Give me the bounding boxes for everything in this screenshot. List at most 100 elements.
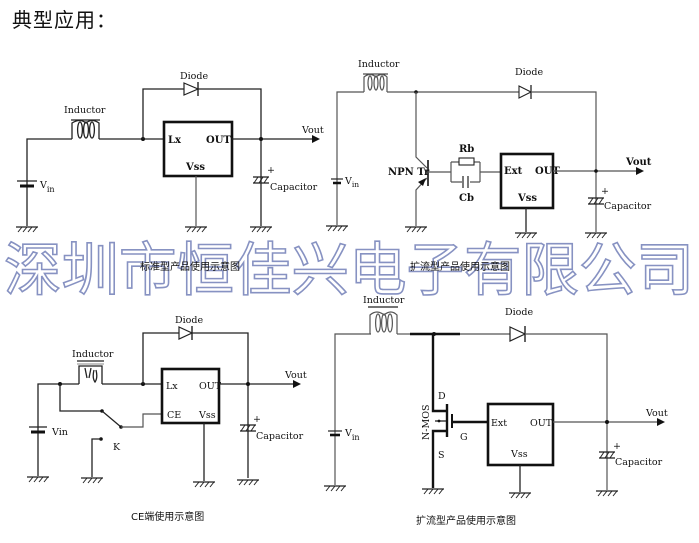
pin-ext: Ext <box>491 418 507 429</box>
ground-icon <box>236 479 260 486</box>
source-label: S <box>438 450 445 461</box>
pin-vss: Vss <box>510 449 528 460</box>
npn-label: NPN Tr <box>388 167 430 178</box>
vout-label: Vout <box>284 370 307 381</box>
caption-expanded-npn: 扩流型产品使用示意图 <box>410 260 510 273</box>
ic-chip <box>486 402 555 467</box>
vout-arrow-icon <box>312 135 320 143</box>
switch-k[interactable] <box>91 409 123 477</box>
cb-label: Cb <box>459 193 474 204</box>
caption-ce: CE端使用示意图 <box>131 510 204 523</box>
caption-standard: 标准型产品使用示意图 <box>140 260 240 273</box>
npn-transistor <box>415 92 429 226</box>
diode-label: Diode <box>175 315 203 326</box>
diode-symbol <box>178 326 194 340</box>
ground-icon <box>15 226 39 233</box>
vin-wire <box>334 333 371 485</box>
page-title: 典型应用： <box>12 8 117 32</box>
diode-label: Diode <box>515 67 543 78</box>
vin-wire <box>26 138 72 226</box>
junction-dot <box>594 169 598 173</box>
inductor-symbol <box>368 306 398 334</box>
pin-lx: Lx <box>168 135 182 146</box>
drain-label: D <box>438 391 446 402</box>
ground-icon <box>508 492 532 499</box>
junction-dot <box>259 137 263 141</box>
capacitor-cb <box>462 176 470 188</box>
diagram-standard: Vin Inductor Diode Lx OUT Vss Vout <box>15 71 324 273</box>
diagram-ce: Vin Inductor Diode K L <box>26 315 307 523</box>
inductor-label: Inductor <box>358 59 400 70</box>
k-label: K <box>113 442 121 453</box>
pin-vss: Vss <box>198 410 216 421</box>
vout-arrow-icon <box>657 418 665 426</box>
pin-ce: CE <box>167 410 181 421</box>
vin-label: Vin <box>39 180 55 194</box>
junction-dot <box>246 382 250 386</box>
inductor-symbol <box>71 119 100 139</box>
capacitor-label: Capacitor <box>604 201 652 212</box>
vout-arrow-icon <box>293 380 301 388</box>
ground-icon <box>249 226 273 233</box>
watermark-text: 深圳市恒佳兴电子有限公司 <box>4 236 694 304</box>
vout-label: Vout <box>301 125 324 136</box>
inductor-label: Inductor <box>64 105 106 116</box>
resistor-rb <box>458 157 475 166</box>
vin-wire <box>336 91 364 225</box>
pin-vss: Vss <box>185 162 205 173</box>
ground-icon <box>404 226 428 233</box>
vout-label: Vout <box>645 408 668 419</box>
inductor-symbol <box>363 73 388 92</box>
ic-chip <box>499 152 555 210</box>
capacitor-label: Capacitor <box>270 182 318 193</box>
ground-icon <box>421 488 445 495</box>
diode-label: Diode <box>505 307 533 318</box>
ground-icon <box>184 226 208 233</box>
ground-icon <box>595 490 619 497</box>
inductor-label: Inductor <box>363 295 405 306</box>
pin-out: OUT <box>535 166 560 177</box>
ground-icon <box>323 485 347 492</box>
nmos-transistor <box>431 334 488 488</box>
diode-symbol <box>183 82 200 96</box>
vin-label: Vin <box>51 427 68 438</box>
nmos-label: N-MOS <box>421 404 432 440</box>
vout-label: Vout <box>625 157 652 168</box>
caption-expanded-nmos: 扩流型产品使用示意图 <box>416 514 516 527</box>
pin-out: OUT <box>199 381 222 392</box>
junction-dot <box>605 420 609 424</box>
plus-sign: + <box>253 414 261 425</box>
gate-label: G <box>460 432 468 443</box>
diagram-expanded-nmos: Vin Inductor Diode N-MOS <box>323 295 668 527</box>
battery-vin <box>29 426 47 434</box>
vin-label: Vin <box>344 428 360 442</box>
pin-vss: Vss <box>517 193 537 204</box>
ground-icon <box>192 481 216 488</box>
capacitor-label: Capacitor <box>256 431 304 442</box>
diode-symbol <box>509 326 527 342</box>
vout-arrow-icon <box>636 167 644 175</box>
ic-chip <box>160 367 221 425</box>
vin-wire <box>37 383 79 476</box>
capacitor-label: Capacitor <box>615 457 663 468</box>
rb-label: Rb <box>459 144 474 155</box>
ground-icon <box>26 476 50 483</box>
plus-sign: + <box>613 441 621 452</box>
ground-icon <box>325 225 349 232</box>
battery-vin <box>328 430 342 437</box>
pin-ext: Ext <box>504 166 523 177</box>
diagram-expanded-npn: Vin Inductor Diode NPN Tr <box>325 59 652 273</box>
inductor-label: Inductor <box>72 349 114 360</box>
pin-out: OUT <box>530 418 553 429</box>
battery-vin <box>331 178 343 185</box>
pin-out: OUT <box>206 135 231 146</box>
inductor-symbol <box>77 360 104 384</box>
battery-vin <box>17 180 37 188</box>
watermark: 深圳市恒佳兴电子有限公司 <box>3 235 695 305</box>
diode-label: Diode <box>180 71 208 82</box>
diode-symbol <box>518 85 533 99</box>
plus-sign: + <box>601 186 609 197</box>
pin-lx: Lx <box>166 381 178 392</box>
plus-sign: + <box>267 165 275 176</box>
